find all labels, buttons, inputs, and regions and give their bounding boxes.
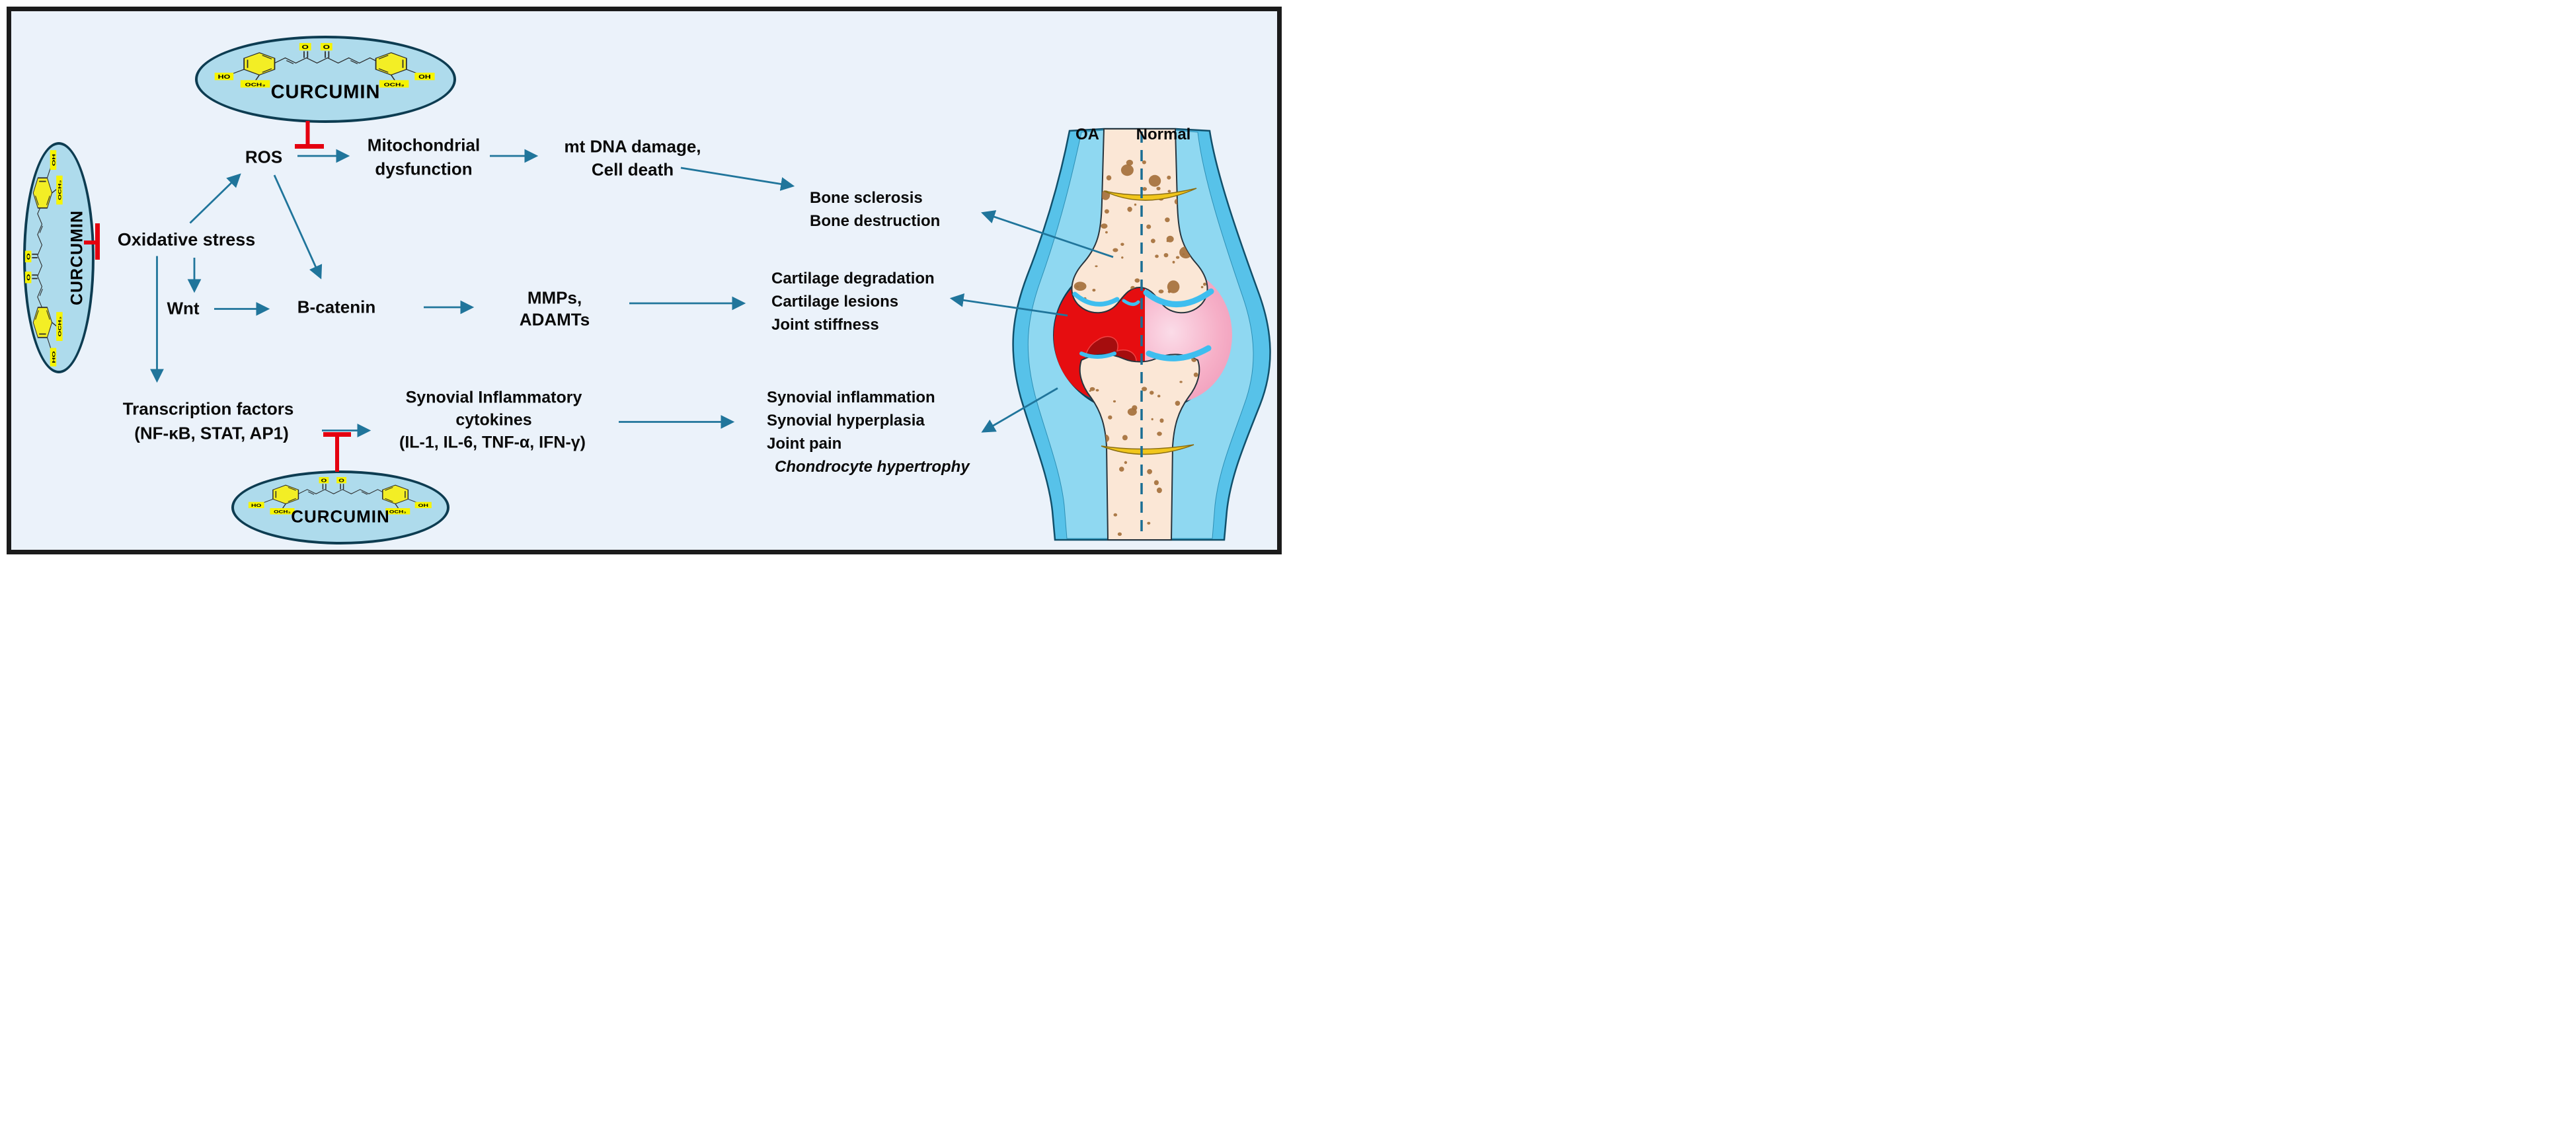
outcome-synovial-line3: Joint pain xyxy=(767,435,842,453)
mol-oh-label: OH xyxy=(52,154,56,166)
curcumin-rotated-content: O O HO OCH₃ OH OCH₃ CURCUMIN xyxy=(23,142,95,373)
femur-growth-plate xyxy=(1103,188,1197,201)
mol-o-label: O xyxy=(26,253,32,260)
oa-femur-cartilage-fragment xyxy=(1072,291,1120,307)
oa-tibia-cartilage-fragment xyxy=(1079,352,1116,359)
curcumin-name: CURCUMIN xyxy=(291,506,390,527)
curcumin-capsule-bottom: O O HO OCH₃ OH OCH₃ CURCUMIN xyxy=(231,470,449,544)
curcumin-capsule-top: O O HO OCH₃ OH OCH₃ CURCUMIN xyxy=(195,36,456,123)
mol-o-label: O xyxy=(338,478,344,484)
mol-o-label: O xyxy=(26,274,32,281)
outcome-bone-line1: Bone sclerosis xyxy=(810,189,923,207)
node-mmps-line2: ADAMTs xyxy=(519,309,590,330)
mol-oh-label: OH xyxy=(418,503,428,508)
oa-femur-cartilage-fragment xyxy=(1122,299,1140,306)
node-mtdna-line2: Cell death xyxy=(591,159,674,180)
node-wnt: Wnt xyxy=(167,298,200,318)
node-cytokines-line1: Synovial Inflammatory xyxy=(405,388,582,407)
femur-bone xyxy=(1071,128,1208,314)
outcome-synovial-line1: Synovial inflammation xyxy=(767,389,935,406)
node-ros: ROS xyxy=(245,147,283,167)
curcumin-molecule-icon: O O HO OCH₃ OH OCH₃ xyxy=(25,150,63,367)
curcumin-name: CURCUMIN xyxy=(270,81,381,103)
curcumin-molecule-icon: O O HO OCH₃ OH OCH₃ xyxy=(248,477,432,515)
curcumin-name: CURCUMIN xyxy=(67,209,87,306)
mol-o-label: O xyxy=(323,45,331,51)
mol-o-label: O xyxy=(321,478,327,484)
node-mitochondrial-line2: dysfunction xyxy=(375,159,473,179)
outcome-chondrocyte-hypertrophy: Chondrocyte hypertrophy xyxy=(775,458,970,476)
knee-joint-illustration xyxy=(1005,122,1286,545)
label-oa: OA xyxy=(1075,126,1099,143)
mol-och3-label: OCH₃ xyxy=(245,82,266,87)
outcome-cartilage-line2: Cartilage lesions xyxy=(771,293,899,311)
node-mitochondrial-line1: Mitochondrial xyxy=(367,135,481,155)
normal-femur-cartilage xyxy=(1143,288,1214,307)
node-cytokines-line3: (IL-1, IL-6, TNF-α, IFN-γ) xyxy=(399,433,586,452)
node-oxidative-stress: Oxidative stress xyxy=(117,229,256,250)
tibia-bone xyxy=(1079,354,1200,541)
outcome-cartilage-line3: Joint stiffness xyxy=(771,316,879,334)
curcumin-capsule-left: O O HO OCH₃ OH OCH₃ CURCUMIN xyxy=(23,142,95,373)
mol-ho-label: HO xyxy=(218,75,231,80)
node-cytokines-line2: cytokines xyxy=(455,410,532,430)
mol-och3-label: OCH₃ xyxy=(389,509,407,514)
curcumin-molecule-icon: O O HO OCH₃ OH OCH₃ xyxy=(215,43,436,88)
mol-och3-label: OCH₃ xyxy=(58,180,63,200)
outcome-synovial-line2: Synovial hyperplasia xyxy=(767,412,925,430)
knee-joint-svg xyxy=(1012,128,1271,541)
mol-oh-label: OH xyxy=(419,75,432,80)
label-normal: Normal xyxy=(1136,126,1191,143)
mol-och3-label: OCH₃ xyxy=(274,509,291,514)
normal-tibia-cartilage xyxy=(1146,345,1212,361)
node-bcatenin: B-catenin xyxy=(297,297,376,317)
node-mtdna-line1: mt DNA damage, xyxy=(564,136,701,157)
mol-och3-label: OCH₃ xyxy=(58,317,63,336)
mol-ho-label: HO xyxy=(251,503,262,508)
node-tf-line1: Transcription factors xyxy=(122,398,294,419)
tibia-growth-plate xyxy=(1101,444,1194,455)
outcome-bone-line2: Bone destruction xyxy=(810,212,941,230)
node-tf-line2: (NF-κB, STAT, AP1) xyxy=(134,423,289,443)
mol-o-label: O xyxy=(302,45,309,51)
node-mmps-line1: MMPs, xyxy=(527,287,582,308)
mol-och3-label: OCH₃ xyxy=(384,82,405,87)
mol-ho-label: HO xyxy=(52,351,56,363)
figure-canvas: O O HO OCH₃ OH OCH₃ CURCUMIN xyxy=(0,0,1288,561)
outcome-cartilage-line1: Cartilage degradation xyxy=(771,270,935,287)
